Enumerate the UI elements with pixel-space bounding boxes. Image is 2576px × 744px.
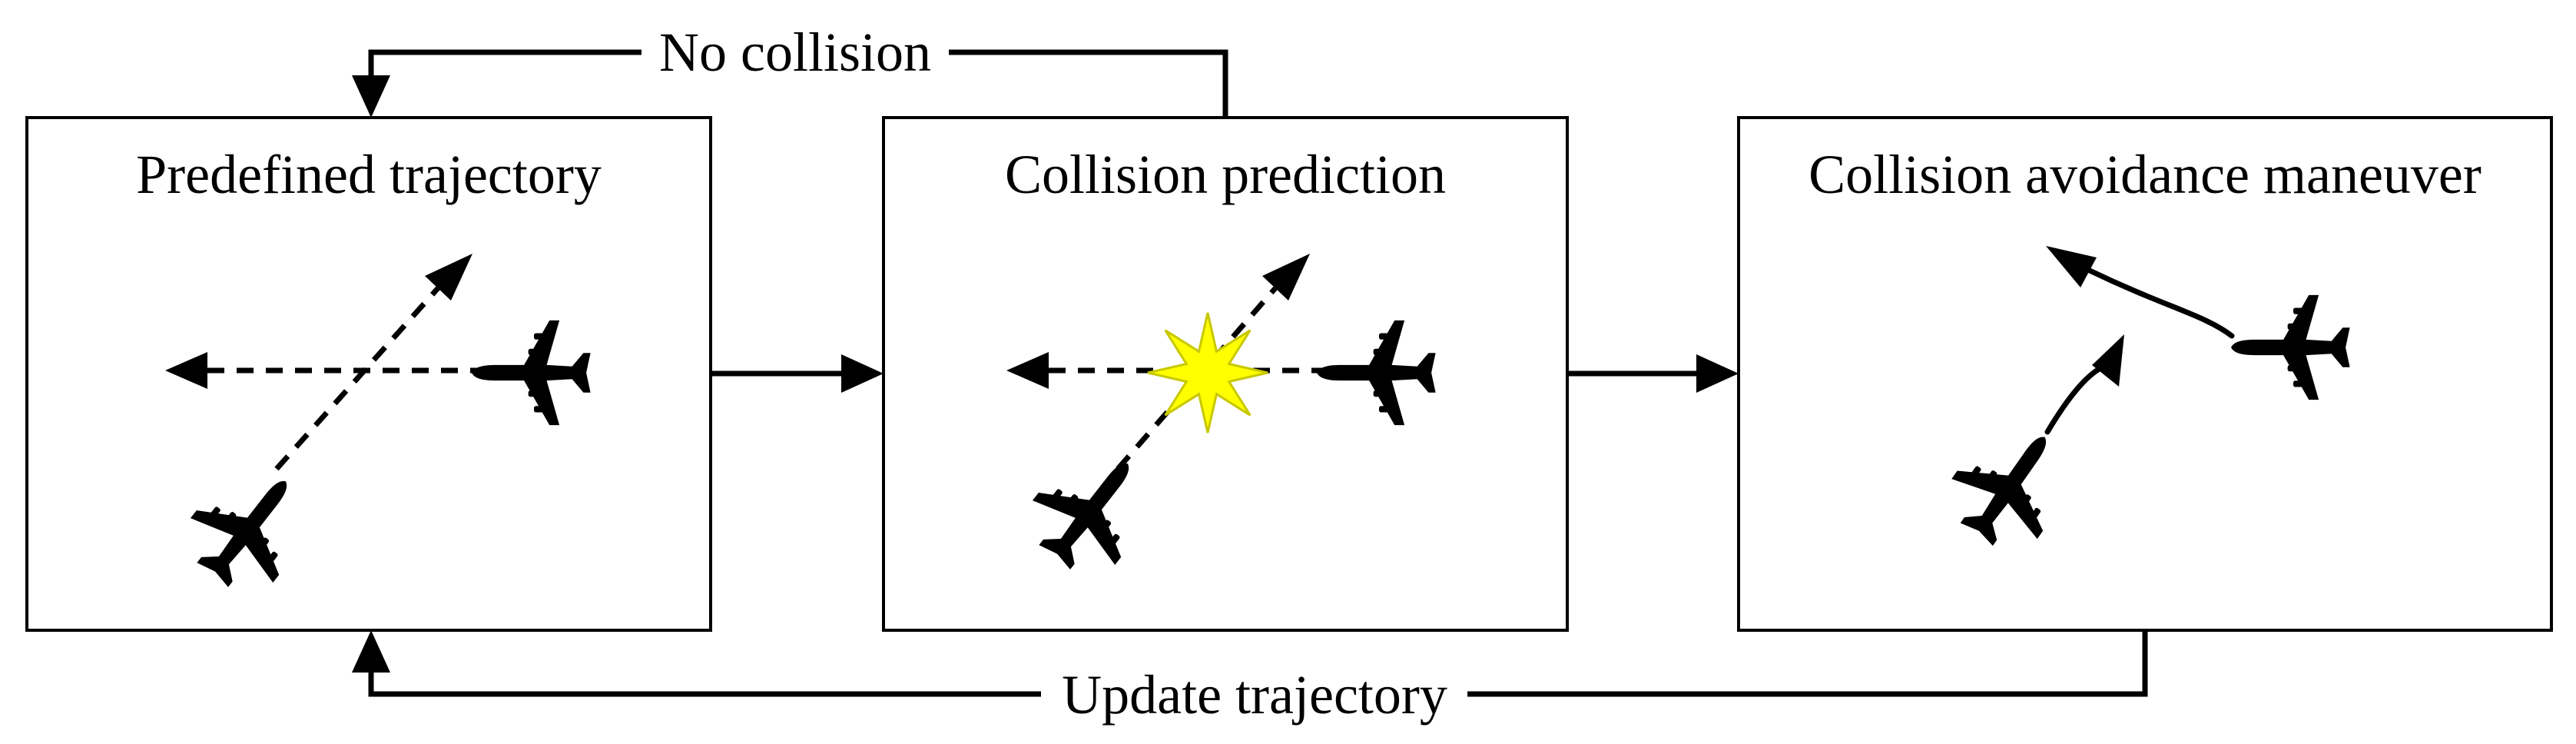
flow-box1-to-box2 <box>711 354 884 393</box>
arrow-head <box>2046 246 2097 287</box>
connector-line <box>1467 630 2148 697</box>
flow-label-update-trajectory: Update trajectory <box>1062 664 1447 726</box>
arrow-head <box>352 75 390 118</box>
arrow-head <box>352 630 390 673</box>
arrow-head <box>1696 354 1739 393</box>
maneuver-path <box>2087 267 2235 339</box>
arrow-head <box>2092 334 2124 387</box>
flow-label-no-collision: No collision <box>659 22 931 83</box>
arrow-head <box>841 354 884 393</box>
box-title: Predefined trajectory <box>136 144 602 205</box>
box-title: Collision prediction <box>1005 144 1446 205</box>
arrow-head <box>1006 352 1049 389</box>
arrow-head <box>165 352 207 389</box>
connector-line <box>368 673 1041 697</box>
box-collision-prediction: Collision prediction <box>882 116 1569 632</box>
flow-update-trajectory: Update trajectory <box>352 630 2148 726</box>
box-frame <box>25 116 712 632</box>
flow-box2-to-box3 <box>1567 354 1739 393</box>
arrow-head <box>425 254 472 301</box>
collision-star-icon <box>1147 312 1268 433</box>
box-collision-avoidance-maneuver: Collision avoidance maneuver <box>1737 116 2553 632</box>
arrow-head <box>1262 254 1310 301</box>
box-title: Collision avoidance maneuver <box>1809 144 2482 205</box>
box-frame <box>1737 116 2553 632</box>
connector-line <box>949 49 1228 118</box>
connector-line <box>368 49 642 75</box>
flow-no-collision: No collision <box>352 22 1228 118</box>
dashed-path-diagonal <box>274 286 440 471</box>
box-predefined-trajectory: Predefined trajectory <box>25 116 712 632</box>
